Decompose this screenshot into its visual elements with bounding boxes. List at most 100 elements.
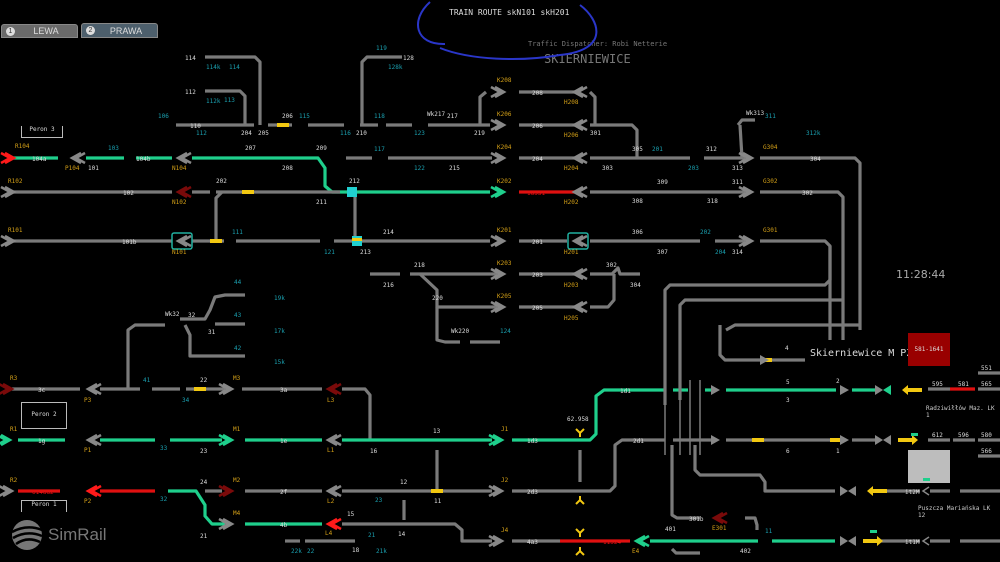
track-segment[interactable]: [588, 90, 597, 125]
signal-r3[interactable]: [0, 382, 15, 396]
track-segment[interactable]: [718, 325, 760, 362]
signal-n101[interactable]: [171, 232, 193, 250]
track-segment[interactable]: [512, 388, 665, 442]
signal-g302[interactable]: [738, 185, 755, 199]
signal-h206[interactable]: [571, 118, 588, 132]
signal-h204[interactable]: [571, 151, 588, 165]
track-segment[interactable]: [693, 445, 835, 493]
track-segment[interactable]: [725, 323, 860, 332]
track-segment[interactable]: [205, 55, 262, 125]
track-segment[interactable]: [478, 90, 488, 125]
track-segment[interactable]: [760, 239, 832, 340]
signal-d[interactable]: [848, 486, 856, 496]
crossing-marker[interactable]: [347, 187, 357, 197]
signal-a21[interactable]: [840, 435, 849, 445]
track-segment[interactable]: [183, 324, 245, 358]
tab-prawa[interactable]: 2 PRAWA: [81, 23, 158, 38]
track-segment[interactable]: [590, 266, 640, 276]
signal-k208[interactable]: [490, 85, 507, 99]
track-segment[interactable]: [435, 307, 460, 344]
track-segment[interactable]: [760, 190, 845, 340]
signal-g304[interactable]: [738, 151, 755, 165]
signal-p2[interactable]: [85, 484, 102, 498]
direction-arrow-icon[interactable]: [863, 536, 883, 546]
signal-r104[interactable]: [0, 151, 17, 165]
track-segment[interactable]: [342, 387, 372, 440]
signal-r101[interactable]: [0, 234, 17, 248]
signal-f2[interactable]: [711, 435, 720, 445]
signal-b[interactable]: [883, 385, 891, 395]
signal-n104[interactable]: [175, 151, 192, 165]
track-segment[interactable]: [180, 293, 245, 321]
signal-h208[interactable]: [571, 85, 588, 99]
track-segment[interactable]: [168, 489, 225, 526]
track-segment[interactable]: [670, 547, 700, 555]
signal-k201[interactable]: [490, 234, 507, 248]
signal-j1[interactable]: [488, 433, 505, 447]
signal-g301[interactable]: [738, 234, 755, 248]
signal-label: R101: [8, 227, 23, 234]
signal-f1[interactable]: [711, 385, 720, 395]
signal-h202[interactable]: [571, 185, 588, 199]
direction-arrow-icon[interactable]: [898, 435, 918, 445]
signal-e301[interactable]: [711, 511, 728, 525]
signal-r2[interactable]: [0, 484, 15, 498]
signal-b11[interactable]: [840, 385, 849, 395]
track-segment[interactable]: [126, 323, 165, 389]
track-segment[interactable]: [342, 522, 492, 543]
signal-h205[interactable]: [571, 300, 588, 314]
track-segment[interactable]: [760, 156, 862, 330]
signal-m4[interactable]: [218, 517, 235, 531]
signal-m1[interactable]: [218, 433, 235, 447]
track-segment[interactable]: [738, 124, 744, 159]
signal-m3[interactable]: [218, 382, 235, 396]
track-segment[interactable]: [418, 272, 497, 309]
signal-k204[interactable]: [490, 151, 507, 165]
signal-h203[interactable]: [571, 267, 588, 281]
signal-l2[interactable]: [325, 484, 342, 498]
signal-n102[interactable]: [175, 185, 192, 199]
track-segment[interactable]: [590, 274, 616, 309]
track-label: 4b: [280, 522, 288, 529]
signal-l1[interactable]: [325, 433, 342, 447]
signal-j4[interactable]: [488, 534, 505, 548]
track-segment[interactable]: [590, 123, 639, 158]
signal-k206[interactable]: [490, 118, 507, 132]
signal-l4[interactable]: [325, 517, 342, 531]
signal-k203[interactable]: [490, 267, 507, 281]
signal-p3[interactable]: [85, 382, 102, 396]
clock: 11:28:44: [896, 268, 946, 281]
track-segment[interactable]: [678, 298, 843, 400]
signal-k202[interactable]: [490, 185, 507, 199]
signal-f304[interactable]: [760, 355, 769, 365]
track-segment[interactable]: [663, 246, 832, 405]
switch-label: 311: [765, 113, 776, 120]
pzs-train-box[interactable]: 581-1641: [908, 333, 950, 366]
track-segment[interactable]: [360, 55, 402, 125]
signal-e4[interactable]: [633, 534, 650, 548]
track-segment[interactable]: [670, 445, 700, 520]
tab-lewa[interactable]: 1 LEWA: [1, 24, 78, 38]
signal-arrow-icon: [0, 433, 13, 447]
signal-c[interactable]: [848, 536, 856, 546]
signal-arrow-icon: [325, 382, 338, 396]
signal-k205[interactable]: [490, 300, 507, 314]
track-segment[interactable]: [192, 156, 490, 194]
track-segment[interactable]: [745, 516, 759, 530]
track-segment[interactable]: [736, 118, 755, 126]
signal-p104[interactable]: [69, 151, 86, 165]
signal-a[interactable]: [883, 435, 891, 445]
signal-p1[interactable]: [85, 433, 102, 447]
track-segment[interactable]: [214, 190, 224, 240]
direction-arrow-icon[interactable]: [902, 385, 922, 395]
track-segment[interactable]: [205, 89, 247, 125]
signal-h201[interactable]: [567, 232, 589, 250]
direction-arrow-icon[interactable]: [867, 486, 887, 496]
signal-j2[interactable]: [488, 484, 505, 498]
signal-r1[interactable]: [0, 433, 13, 447]
track-segment[interactable]: [512, 438, 665, 493]
signal-label: P104: [65, 165, 80, 172]
signal-r102[interactable]: [0, 185, 17, 199]
signal-m2[interactable]: [218, 484, 235, 498]
signal-l3[interactable]: [325, 382, 342, 396]
